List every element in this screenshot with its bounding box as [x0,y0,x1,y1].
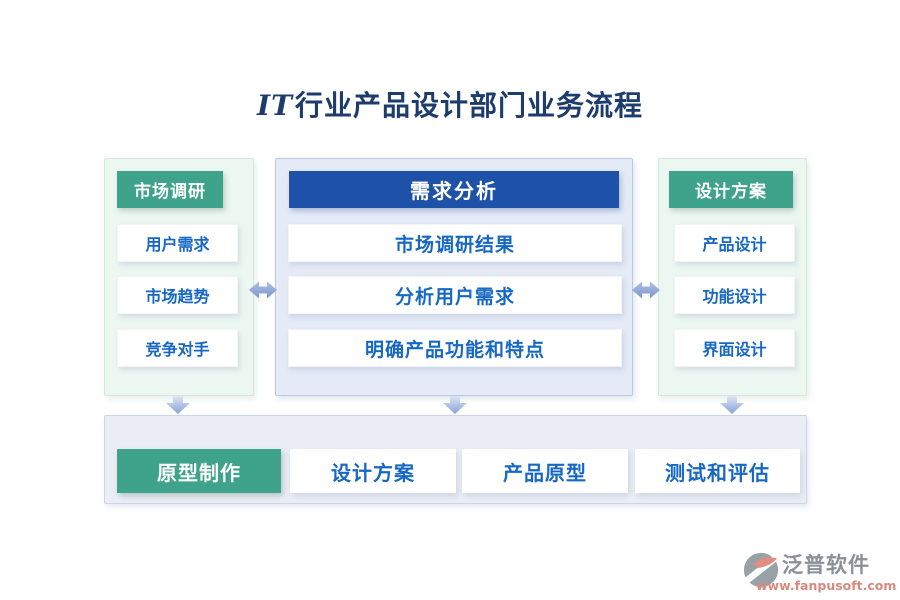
node-analyze-user-needs: 分析用户需求 [288,276,622,314]
page-title: IT行业产品设计部门业务流程 [0,84,900,124]
page-title-text: 行业产品设计部门业务流程 [294,89,643,122]
node-prototype-making: 原型制作 [117,449,281,493]
node-competitors: 竞争对手 [117,329,238,367]
down-arrow-middle-icon [443,396,467,414]
down-arrow-left-icon [166,396,190,414]
node-test-and-evaluate: 测试和评估 [635,449,800,493]
brand-watermark: 泛普软件 www.fanpusoft.com [742,549,896,599]
header-market-research: 市场调研 [117,171,223,208]
node-design-scheme: 设计方案 [290,449,456,493]
panel-bottom-process: 原型制作 设计方案 产品原型 测试和评估 [104,415,807,504]
header-design-plan: 设计方案 [669,171,793,208]
double-arrow-left-middle-icon [249,281,277,299]
panel-requirement-analysis: 需求分析 市场调研结果 分析用户需求 明确产品功能和特点 [275,158,633,396]
node-product-design: 产品设计 [674,224,795,262]
brand-website: www.fanpusoft.com [756,578,897,593]
double-arrow-middle-right-icon [632,281,660,299]
fanpu-logo-icon [742,550,780,588]
node-function-design: 功能设计 [674,276,795,314]
node-research-results: 市场调研结果 [288,224,622,262]
node-define-features: 明确产品功能和特点 [288,329,622,367]
panel-market-research: 市场调研 用户需求 市场趋势 竞争对手 [104,158,254,396]
page-title-prefix: IT [257,89,293,122]
down-arrow-right-icon [720,396,744,414]
node-market-trends: 市场趋势 [117,276,238,314]
node-user-needs: 用户需求 [117,224,238,262]
node-interface-design: 界面设计 [674,329,795,367]
header-requirement-analysis: 需求分析 [289,171,619,208]
node-product-prototype: 产品原型 [462,449,628,493]
panel-design-plan: 设计方案 产品设计 功能设计 界面设计 [658,158,807,396]
brand-name: 泛普软件 [782,552,870,577]
